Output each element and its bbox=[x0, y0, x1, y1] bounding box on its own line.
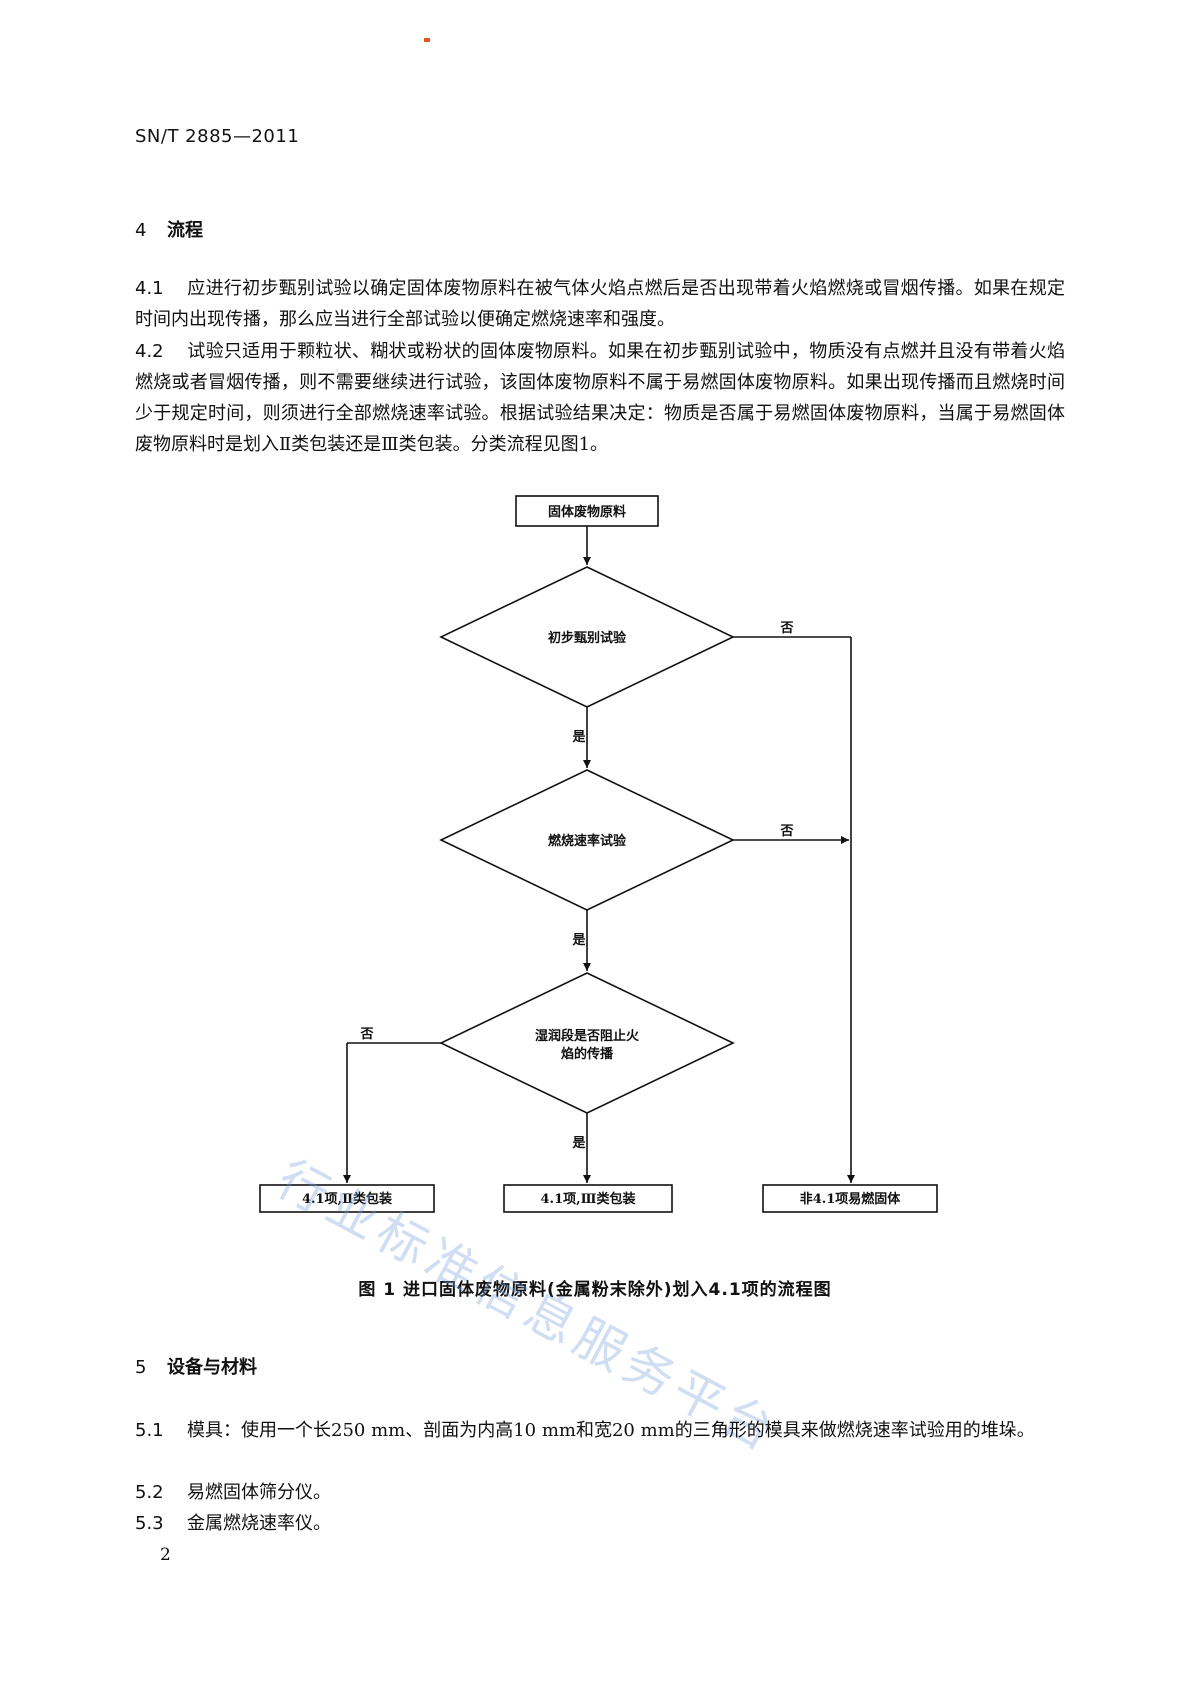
section-4-title: 流程 bbox=[167, 220, 203, 241]
paragraph-5-2-number: 5.2 bbox=[135, 1482, 164, 1503]
start-label: 固体废物原料 bbox=[548, 504, 626, 520]
decision-3-label-line-2: 焰的传播 bbox=[561, 1046, 614, 1062]
page-number: 2 bbox=[160, 1545, 171, 1565]
output-middle-label: 4.1项,Ⅲ类包装 bbox=[541, 1191, 636, 1207]
output-left-label: 4.1项,Ⅱ类包装 bbox=[302, 1191, 392, 1207]
section-5-number: 5 bbox=[135, 1357, 147, 1378]
paragraph-5-3-text: 金属燃烧速率仪。 bbox=[187, 1513, 331, 1534]
paragraph-5-3: 5.3 金属燃烧速率仪。 bbox=[135, 1508, 1065, 1539]
paragraph-4-1-number: 4.1 bbox=[135, 278, 164, 299]
output-right-box bbox=[762, 1184, 938, 1213]
paragraph-4-2-number: 4.2 bbox=[135, 341, 164, 362]
standard-code: SN/T 2885—2011 bbox=[135, 126, 300, 147]
paragraph-5-1-number: 5.1 bbox=[135, 1420, 164, 1441]
section-5-heading: 5 设备与材料 bbox=[135, 1353, 257, 1379]
section-4-number: 4 bbox=[135, 220, 147, 241]
no-label-d1: 否 bbox=[779, 621, 793, 636]
paragraph-5-2: 5.2 易燃固体筛分仪。 bbox=[135, 1477, 1065, 1508]
paragraph-5-1-text: 模具：使用一个长250 mm、剖面为内高10 mm和宽20 mm的三角形的模具来… bbox=[187, 1420, 1035, 1441]
paragraph-4-1-text: 应进行初步甄别试验以确定固体废物原料在被气体火焰点燃后是否出现带着火焰燃烧或冒烟… bbox=[135, 278, 1065, 330]
orange-mark bbox=[424, 38, 430, 42]
paragraph-5-1: 5.1 模具：使用一个长250 mm、剖面为内高10 mm和宽20 mm的三角形的… bbox=[135, 1415, 1065, 1446]
no-label-d2: 否 bbox=[779, 824, 793, 839]
decision-2-label: 燃烧速率试验 bbox=[548, 833, 627, 849]
yes-label-d3: 是 bbox=[571, 1136, 586, 1151]
output-right-label: 非4.1项易燃固体 bbox=[800, 1191, 902, 1207]
paragraph-4-2-text: 试验只适用于颗粒状、糊状或粉状的固体废物原料。如果在初步甄别试验中，物质没有点燃… bbox=[135, 341, 1065, 455]
section-4-heading: 4 流程 bbox=[135, 216, 203, 242]
decision-1-label: 初步甄别试验 bbox=[548, 630, 627, 646]
output-middle-box bbox=[503, 1184, 673, 1213]
section-5-title: 设备与材料 bbox=[167, 1357, 257, 1378]
paragraph-5-2-text: 易燃固体筛分仪。 bbox=[187, 1482, 331, 1503]
paragraph-5-3-number: 5.3 bbox=[135, 1513, 164, 1534]
output-left-box bbox=[259, 1184, 435, 1213]
no-label-d3: 否 bbox=[359, 1027, 373, 1042]
yes-label-d2: 是 bbox=[571, 933, 586, 948]
decision-3-label-line-1: 湿润段是否阻止火 bbox=[535, 1028, 640, 1044]
yes-label-d1: 是 bbox=[571, 730, 586, 745]
figure-caption: 图 1 进口固体废物原料(金属粉末除外)划入4.1项的流程图 bbox=[358, 1280, 832, 1300]
